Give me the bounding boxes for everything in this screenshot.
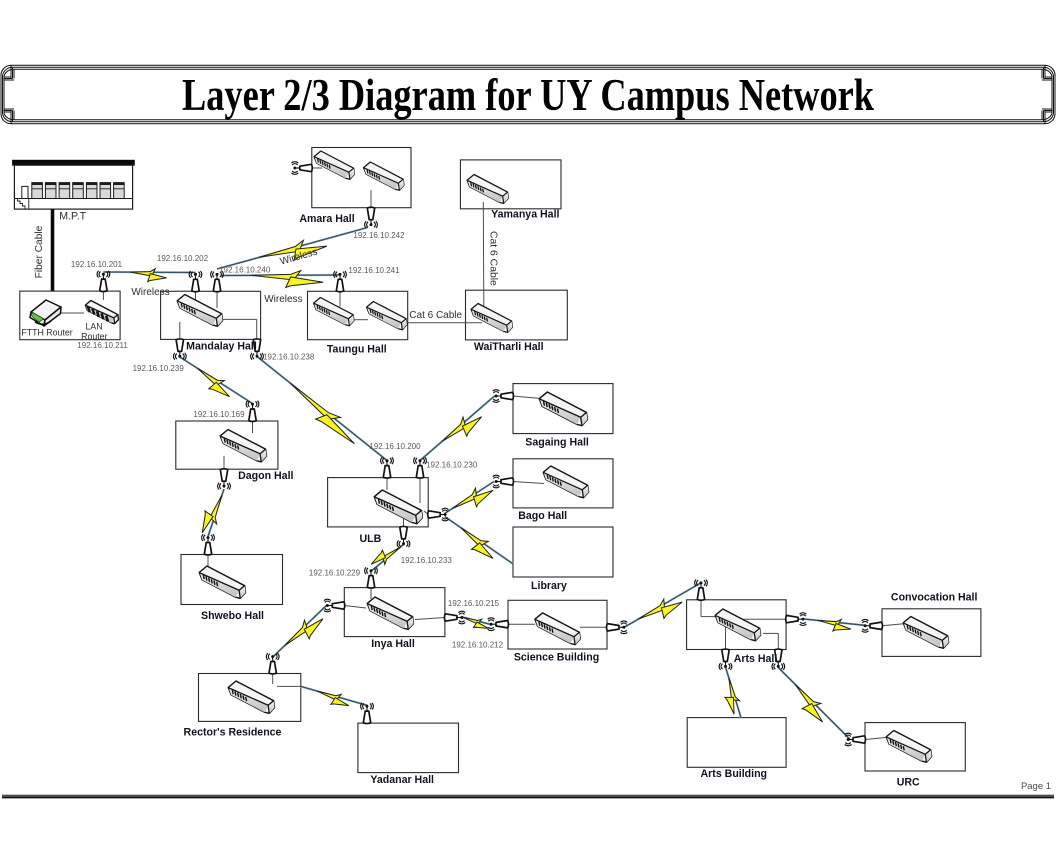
svg-text:LAN: LAN bbox=[85, 322, 102, 332]
svg-text:192.16.10.215: 192.16.10.215 bbox=[448, 599, 500, 608]
svg-text:192.16.10.201: 192.16.10.201 bbox=[71, 260, 123, 269]
svg-text:Mandalay Hall: Mandalay Hall bbox=[186, 341, 257, 353]
svg-text:ULB: ULB bbox=[360, 533, 382, 545]
svg-text:192.16.10.211: 192.16.10.211 bbox=[77, 341, 128, 350]
svg-text:Inya Hall: Inya Hall bbox=[371, 638, 415, 650]
svg-text:Shwebo Hall: Shwebo Hall bbox=[201, 610, 264, 622]
svg-text:Wireless: Wireless bbox=[264, 294, 302, 305]
svg-text:Page 1: Page 1 bbox=[1021, 781, 1051, 792]
svg-text:192.16.10.238: 192.16.10.238 bbox=[263, 352, 315, 361]
svg-text:URC: URC bbox=[897, 776, 920, 788]
svg-text:Wireless: Wireless bbox=[131, 287, 169, 298]
svg-text:Layer 2/3 Diagram for UY Campu: Layer 2/3 Diagram for UY Campus Network bbox=[182, 69, 874, 120]
svg-text:192.16.10.200: 192.16.10.200 bbox=[369, 442, 421, 451]
svg-text:Library: Library bbox=[531, 580, 567, 592]
svg-text:192.16.10.239: 192.16.10.239 bbox=[133, 364, 185, 373]
svg-text:Science Building: Science Building bbox=[514, 651, 599, 663]
svg-text:Sagaing Hall: Sagaing Hall bbox=[525, 436, 589, 448]
svg-text:192.16.10.240: 192.16.10.240 bbox=[219, 266, 271, 275]
svg-text:192.16.10.169: 192.16.10.169 bbox=[193, 410, 245, 419]
svg-text:192.16.10.241: 192.16.10.241 bbox=[348, 266, 400, 275]
svg-text:Taungu Hall: Taungu Hall bbox=[327, 343, 387, 355]
svg-text:Yamanya Hall: Yamanya Hall bbox=[491, 209, 559, 221]
svg-text:Router: Router bbox=[81, 332, 107, 342]
svg-text:192.16.10.212: 192.16.10.212 bbox=[452, 640, 504, 649]
svg-text:Yadanar Hall: Yadanar Hall bbox=[370, 774, 434, 786]
svg-text:192.16.10.229: 192.16.10.229 bbox=[309, 569, 361, 578]
svg-text:Cat 6 Cable: Cat 6 Cable bbox=[488, 231, 499, 286]
svg-text:Arts Hall: Arts Hall bbox=[734, 653, 778, 665]
svg-text:Amara Hall: Amara Hall bbox=[299, 213, 354, 225]
svg-text:192.16.10.230: 192.16.10.230 bbox=[426, 461, 478, 470]
svg-text:Fiber Cable: Fiber Cable bbox=[34, 225, 45, 278]
svg-text:M.P.T: M.P.T bbox=[59, 211, 86, 223]
svg-text:Rector's Residence: Rector's Residence bbox=[184, 726, 282, 738]
svg-text:Dagon Hall: Dagon Hall bbox=[238, 470, 293, 482]
svg-text:WaiTharli Hall: WaiTharli Hall bbox=[474, 341, 544, 353]
svg-text:Convocation Hall: Convocation Hall bbox=[891, 591, 978, 603]
svg-text:192.16.10.202: 192.16.10.202 bbox=[157, 254, 209, 263]
svg-text:192.16.10.242: 192.16.10.242 bbox=[353, 231, 405, 240]
svg-text:Cat 6 Cable: Cat 6 Cable bbox=[409, 310, 462, 321]
svg-text:FTTH Router: FTTH Router bbox=[21, 328, 72, 338]
svg-text:Arts Building: Arts Building bbox=[701, 768, 768, 780]
svg-text:Bago Hall: Bago Hall bbox=[518, 510, 567, 522]
svg-text:192.16.10.233: 192.16.10.233 bbox=[401, 556, 453, 565]
